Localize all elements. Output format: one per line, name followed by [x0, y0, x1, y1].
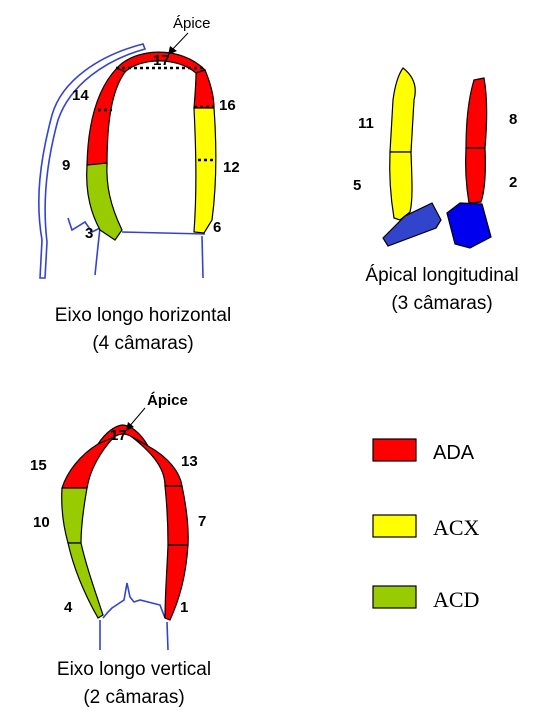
segment-12 [194, 108, 216, 233]
caption-3c-line1: Ápical longitudinal [365, 265, 518, 286]
segment-16 [194, 70, 214, 108]
legend-label-acx: ACX [433, 515, 480, 540]
legend-swatch-ada [373, 439, 416, 461]
panel-two-chamber: Ápice 17 15 13 10 7 4 1 Eixo longo verti… [30, 392, 211, 708]
segment-8 [466, 78, 487, 148]
label-8: 8 [509, 111, 517, 128]
right-coronary-vessel-4c [68, 218, 100, 275]
caption-2c-line2: (2 câmaras) [83, 687, 184, 708]
apex-label-4c: Ápice [173, 15, 211, 32]
label-12: 12 [223, 159, 240, 176]
panel-four-chamber: Ápice 17 14 16 9 12 3 6 Eixo longo horiz… [39, 15, 240, 354]
segment-7 [165, 486, 188, 545]
label-17-2c: 17 [110, 427, 127, 444]
label-10: 10 [33, 514, 50, 531]
lateral-vessel-line [202, 236, 203, 278]
segment-14 [87, 68, 125, 165]
legend-swatch-acx [373, 515, 416, 537]
caption-2c-line1: Eixo longo vertical [57, 659, 211, 680]
caption-3c-line2: (3 câmaras) [391, 293, 492, 314]
segment-4 [68, 543, 103, 618]
segment-2 [466, 148, 486, 203]
caption-4c-line1: Eixo longo horizontal [55, 305, 231, 326]
segment-15 [62, 437, 114, 488]
label-2: 2 [509, 174, 517, 191]
vessel-tails-2c [100, 620, 168, 650]
apex-label-2c: Ápice [147, 392, 188, 409]
legend-swatch-acd [373, 586, 416, 608]
basal-vessel-line [122, 232, 205, 234]
label-17-4c: 17 [153, 52, 170, 69]
label-3: 3 [85, 225, 93, 242]
vessel-lines-2c [103, 583, 165, 618]
label-13: 13 [181, 453, 198, 470]
label-16: 16 [219, 97, 236, 114]
legend-label-ada: ADA [433, 442, 475, 464]
label-4: 4 [64, 599, 73, 616]
caption-4c-line2: (4 câmaras) [92, 333, 193, 354]
legend: ADA ACX ACD [373, 439, 480, 612]
label-6: 6 [213, 219, 221, 236]
label-9: 9 [62, 157, 70, 174]
label-14: 14 [72, 87, 89, 104]
rca-vessel-block [447, 203, 491, 248]
label-1: 1 [180, 599, 188, 616]
label-5: 5 [353, 177, 361, 194]
segment-5 [390, 152, 412, 220]
segment-10 [62, 488, 87, 543]
segment-11 [390, 68, 415, 152]
label-7: 7 [198, 513, 206, 530]
segment-13 [132, 437, 182, 486]
label-11: 11 [358, 115, 374, 132]
lcx-vessel-block [383, 203, 441, 246]
legend-label-acd: ACD [433, 587, 479, 612]
panel-three-chamber: 11 8 5 2 Ápical longitudinal (3 câmaras) [353, 68, 519, 314]
label-15: 15 [30, 457, 47, 474]
